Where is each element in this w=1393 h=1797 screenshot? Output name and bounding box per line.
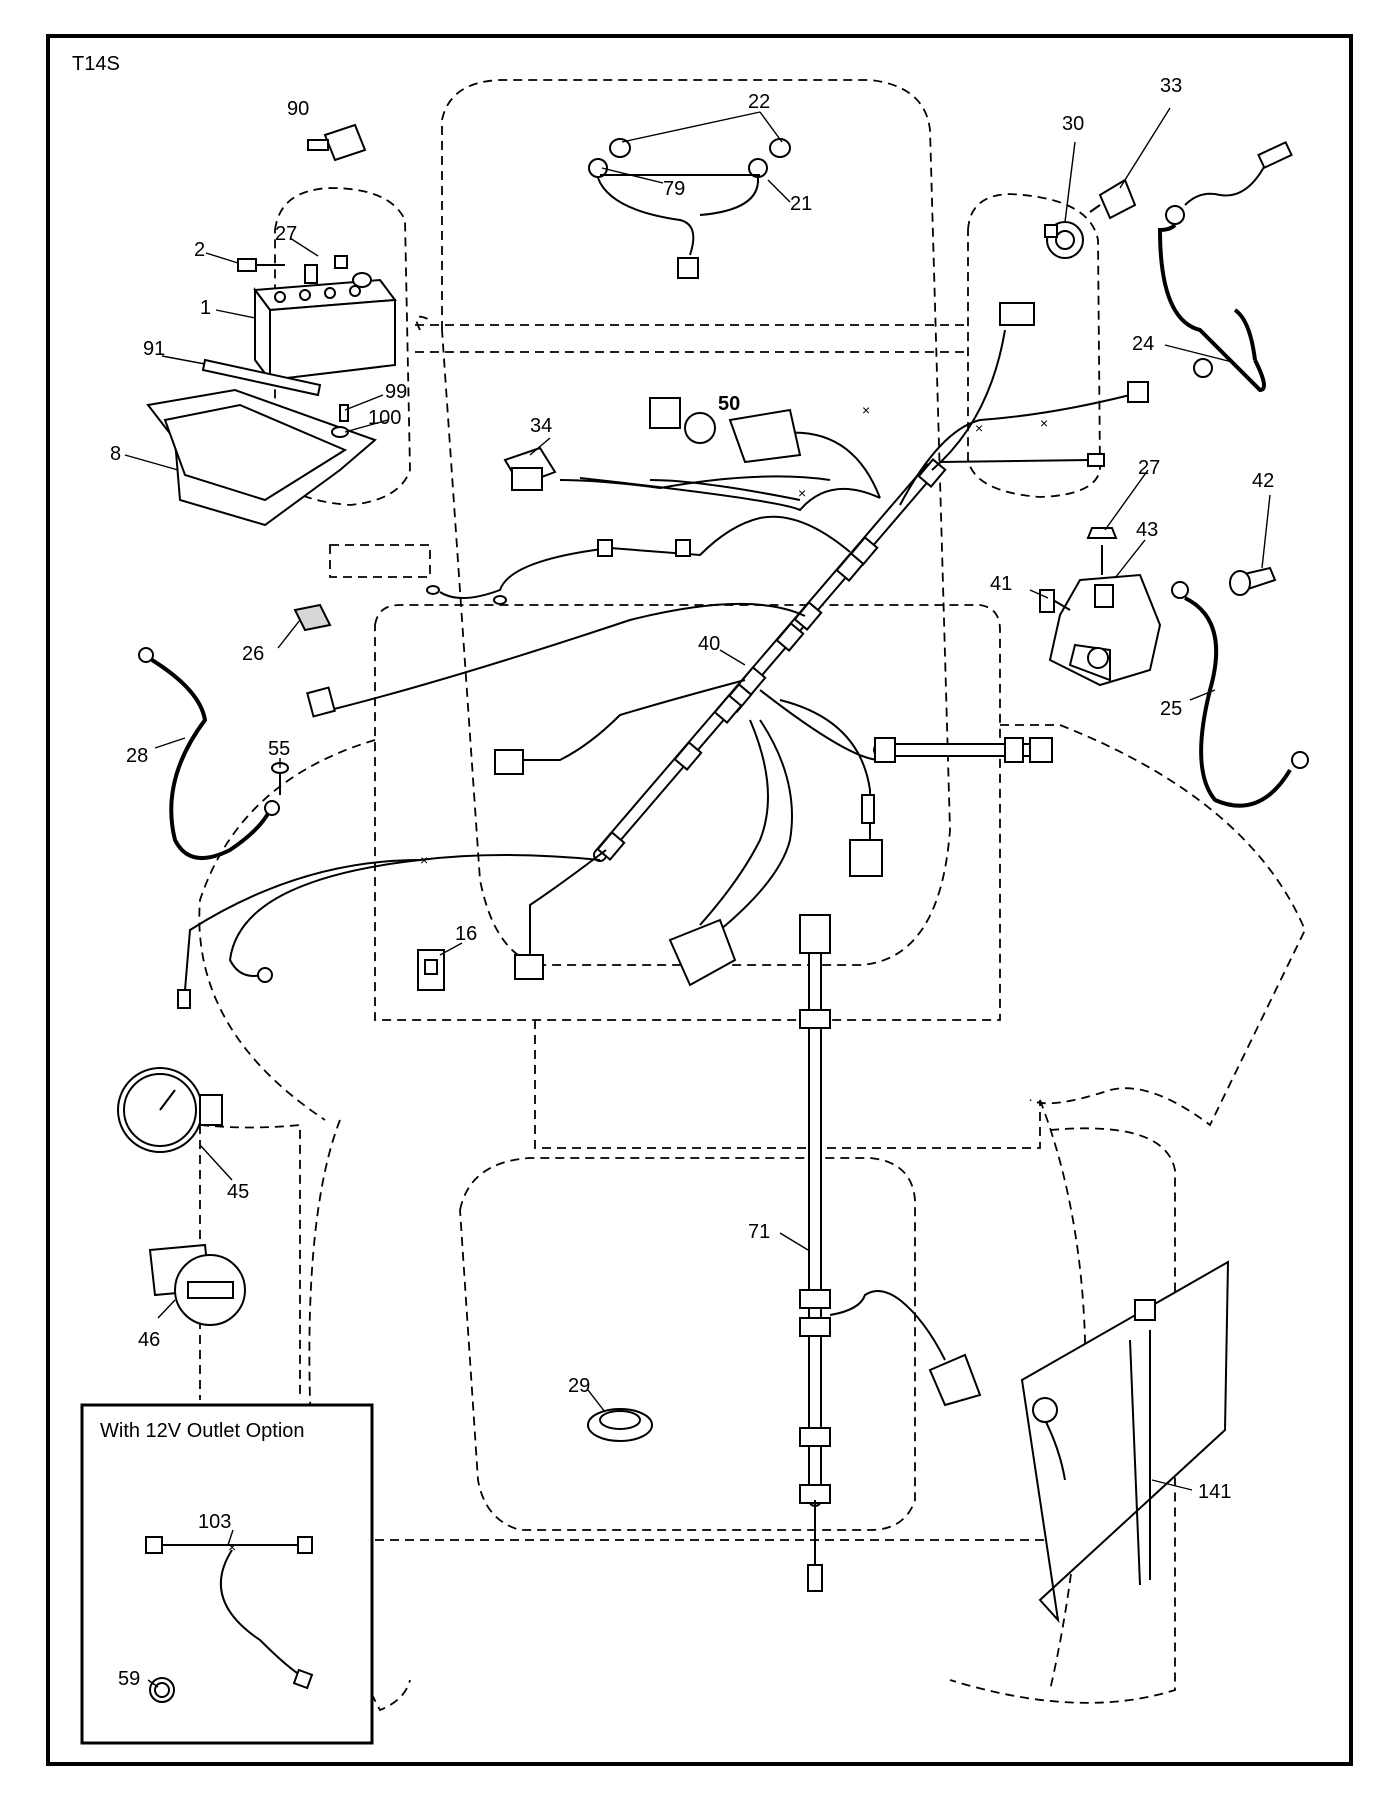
callout-79: 79 (663, 178, 685, 200)
main-harness: × × × × × (177, 302, 1149, 1009)
svg-text:×: × (420, 852, 428, 868)
inset-title: With 12V Outlet Option (100, 1420, 305, 1442)
callout-1: 1 (200, 297, 211, 319)
callout-50: 50 (718, 393, 740, 415)
leader-lines (124, 107, 1271, 1688)
part-battery (146, 255, 397, 527)
part-34 (503, 446, 557, 491)
diagram-code: T14S (72, 53, 120, 75)
cable-24 (1157, 140, 1293, 393)
callout-28: 28 (126, 745, 148, 767)
svg-text:×: × (975, 420, 983, 436)
callout-30: 30 (1062, 113, 1084, 135)
part-headlights (588, 138, 791, 279)
part-42 (1229, 566, 1277, 596)
callout-43: 43 (1136, 519, 1158, 541)
callout-41: 41 (990, 573, 1012, 595)
callout-numbers: 90 22 79 21 30 33 2 27 1 91 99 100 8 34 … (110, 75, 1274, 1690)
diagram-frame (46, 34, 1353, 1766)
callout-2: 2 (194, 239, 205, 261)
callout-25: 25 (1160, 698, 1182, 720)
cable-28 (138, 647, 280, 860)
callout-45: 45 (227, 1181, 249, 1203)
callout-103: 103 (198, 1511, 231, 1533)
callout-29: 29 (568, 1375, 590, 1397)
callout-26: 26 (242, 643, 264, 665)
callout-91: 91 (143, 338, 165, 360)
callout-40: 40 (698, 633, 720, 655)
part-90 (307, 123, 367, 162)
callout-42: 42 (1252, 470, 1274, 492)
part-45 (117, 1067, 223, 1153)
callout-71: 71 (748, 1221, 770, 1243)
part-46 (148, 1243, 246, 1326)
part-43 (1039, 527, 1162, 687)
part-29 (587, 1408, 653, 1442)
callout-99: 99 (385, 381, 407, 403)
callout-55: 55 (268, 738, 290, 760)
callout-100: 100 (368, 407, 401, 429)
callout-46: 46 (138, 1329, 160, 1351)
cable-25 (1171, 581, 1309, 808)
part-50 (649, 397, 716, 444)
part-33 (1089, 178, 1137, 220)
harness-71 (799, 914, 982, 1592)
callout-8: 8 (110, 443, 121, 465)
part-141 (1020, 1260, 1230, 1624)
callout-90: 90 (287, 98, 309, 120)
callout-16: 16 (455, 923, 477, 945)
callout-33: 33 (1160, 75, 1182, 97)
svg-text:×: × (228, 1539, 236, 1555)
callout-27-right: 27 (1138, 457, 1160, 479)
callout-59: 59 (118, 1668, 140, 1690)
svg-text:×: × (862, 402, 870, 418)
callout-34: 34 (530, 415, 552, 437)
svg-text:×: × (798, 485, 806, 501)
part-16 (417, 949, 445, 991)
callout-27-top: 27 (275, 223, 297, 245)
callout-141: 141 (1198, 1481, 1231, 1503)
part-30 (1044, 221, 1084, 259)
svg-text:×: × (1040, 415, 1048, 431)
callout-21: 21 (790, 193, 812, 215)
inset-frame (80, 1403, 374, 1745)
inset-12v-outlet: With 12V Outlet Option × (80, 1403, 374, 1745)
part-26 (293, 603, 332, 632)
callout-24: 24 (1132, 333, 1154, 355)
callout-22: 22 (748, 91, 770, 113)
